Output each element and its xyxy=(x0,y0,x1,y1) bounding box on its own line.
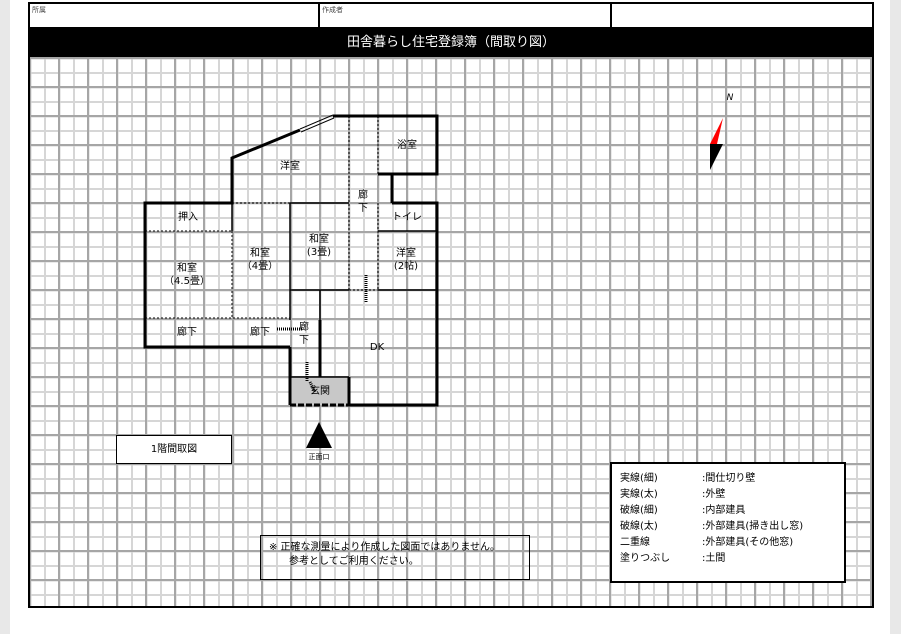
page-title: 田舎暮らし住宅登録簿（間取り図） xyxy=(28,29,874,57)
room-label: 押入 xyxy=(178,212,198,223)
floor-label: 1階間取図 xyxy=(116,435,232,464)
room-label: トイレ xyxy=(392,212,422,223)
compass-label: N xyxy=(726,93,734,103)
room-label: 廊下 xyxy=(299,322,309,346)
double-window xyxy=(299,114,335,133)
entrance-label: 正面口 xyxy=(308,453,330,461)
affiliation-field[interactable]: 所属 xyxy=(28,2,320,29)
room-label: 玄関 xyxy=(310,386,330,397)
genkan-fill xyxy=(290,377,349,405)
outer-walls xyxy=(143,114,439,407)
room-label: 和室（4畳） xyxy=(241,248,279,272)
room-label: 洋室 xyxy=(280,161,300,172)
room-label: 和室（4.5畳） xyxy=(164,263,210,287)
blank-field[interactable] xyxy=(610,2,874,29)
inner-walls xyxy=(231,202,437,378)
legend: 実線(細):間仕切り壁 実線(太):外壁 破線(細):内部建具 破線(太):外部… xyxy=(610,462,846,583)
room-label: 廊下 xyxy=(177,327,197,338)
note-line: ※ 正確な測量により作成した図面ではありません。 xyxy=(269,542,501,553)
affiliation-label: 所属 xyxy=(32,6,46,14)
entrance-arrow-icon xyxy=(306,422,332,448)
room-label: DK xyxy=(369,342,385,353)
inner-doors xyxy=(145,116,379,319)
room-label: 洋室(2帖) xyxy=(393,248,419,272)
author-label: 作成者 xyxy=(322,6,343,14)
room-label: 和室(3畳) xyxy=(306,234,332,258)
compass-icon xyxy=(710,118,723,170)
steps xyxy=(277,275,368,393)
disclaimer-note: ※ 正確な測量により作成した図面ではありません。 参考としてご利用ください。 xyxy=(260,535,530,580)
room-label: 浴室 xyxy=(397,140,417,151)
room-label: 廊下 xyxy=(358,190,368,214)
room-label: 廊下 xyxy=(250,327,270,338)
note-line: 参考としてご利用ください。 xyxy=(289,556,419,567)
